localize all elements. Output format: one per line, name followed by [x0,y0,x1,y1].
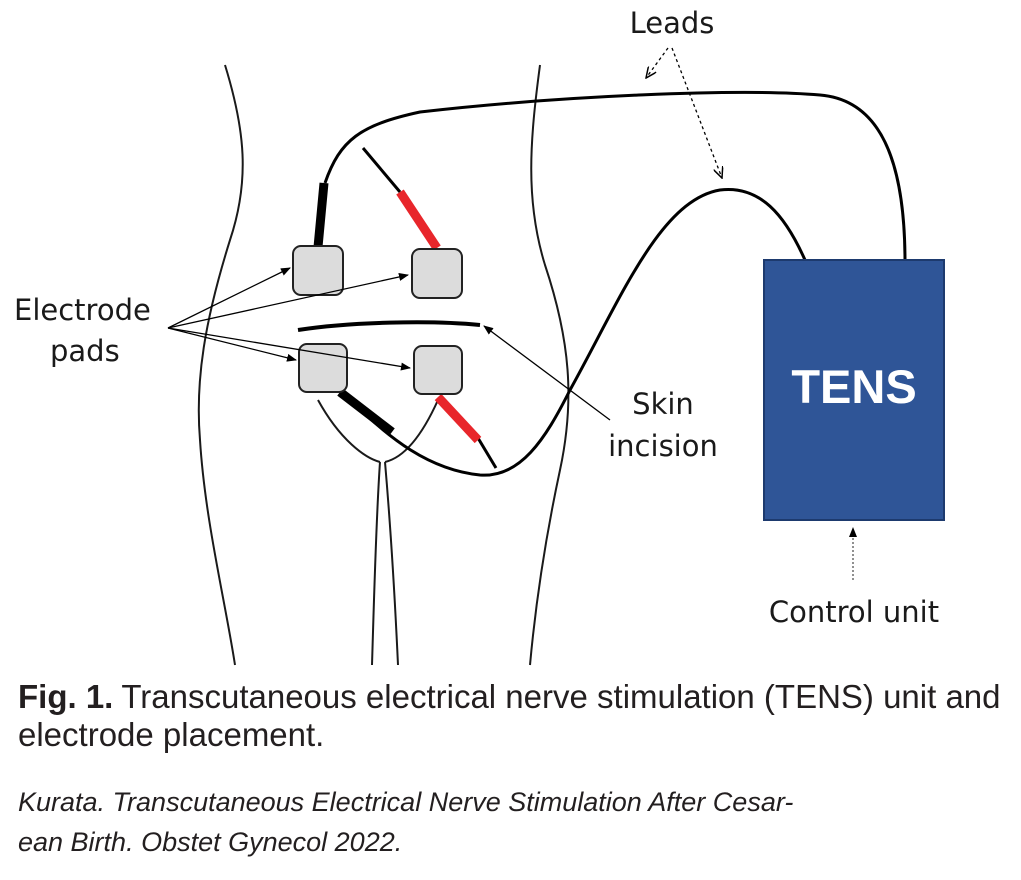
figure-citation: Kurata. Transcutaneous Electrical Nerve … [18,782,1008,862]
lead-cables [323,90,907,477]
bottom-lead [343,187,807,477]
inner-leg-right [384,461,399,666]
lead-connector-black-top [313,182,329,248]
lead-connector-red-bottom [434,393,482,444]
skin-incision [297,320,481,332]
tens-unit-label: TENS [791,360,916,413]
electrode-pad-top-right [411,248,463,299]
tens-diagram: TENS Leads Electrode pads Skin incision … [14,6,945,666]
electrode-pad-bottom-right [413,345,463,395]
citation-line-2: ean Birth. Obstet Gynecol 2022. [18,827,403,857]
body-outline [197,64,570,666]
arrow-to-pad-top-right [167,273,409,329]
left-body-contour [197,64,244,666]
electrode-pad-top-left [292,245,344,296]
arrow-to-pad-bottom-right [167,327,411,371]
arrow-leads-top [646,47,669,78]
top-lead [323,90,907,263]
annotation-arrows [167,47,857,580]
tens-unit-box [763,259,945,521]
figure-caption: Fig. 1.Transcutaneous electrical nerve s… [18,678,1008,754]
label-control-unit: Control unit [769,595,939,629]
figure-caption-text: Transcutaneous electrical nerve stimulat… [18,678,1001,753]
figure-number: Fig. 1. [18,678,114,715]
right-thigh-curve [384,399,439,463]
label-electrode-line-1: Electrode [14,293,151,327]
label-electrode-line-2: pads [50,334,120,368]
electrode-pads [292,245,463,395]
label-skin-line-1: Skin [632,387,694,421]
arrow-leads-bottom [671,47,722,178]
right-body-contour [529,64,570,666]
arrow-to-pad-top-left [167,267,291,329]
label-leads: Leads [630,6,715,40]
arrow-to-skin-incision [483,325,611,421]
inner-leg-left [371,461,381,666]
left-thigh-curve [317,399,381,463]
citation-line-1: Kurata. Transcutaneous Electrical Nerve … [18,787,794,817]
lead-connector-black-bottom [337,388,395,436]
label-skin-line-2: incision [608,429,718,463]
lead-connector-red-top [396,189,441,251]
arrow-to-pad-bottom-left [167,327,297,362]
positive-lead-bottom-wire [476,437,498,469]
negative-lead-top-wire [361,147,402,193]
